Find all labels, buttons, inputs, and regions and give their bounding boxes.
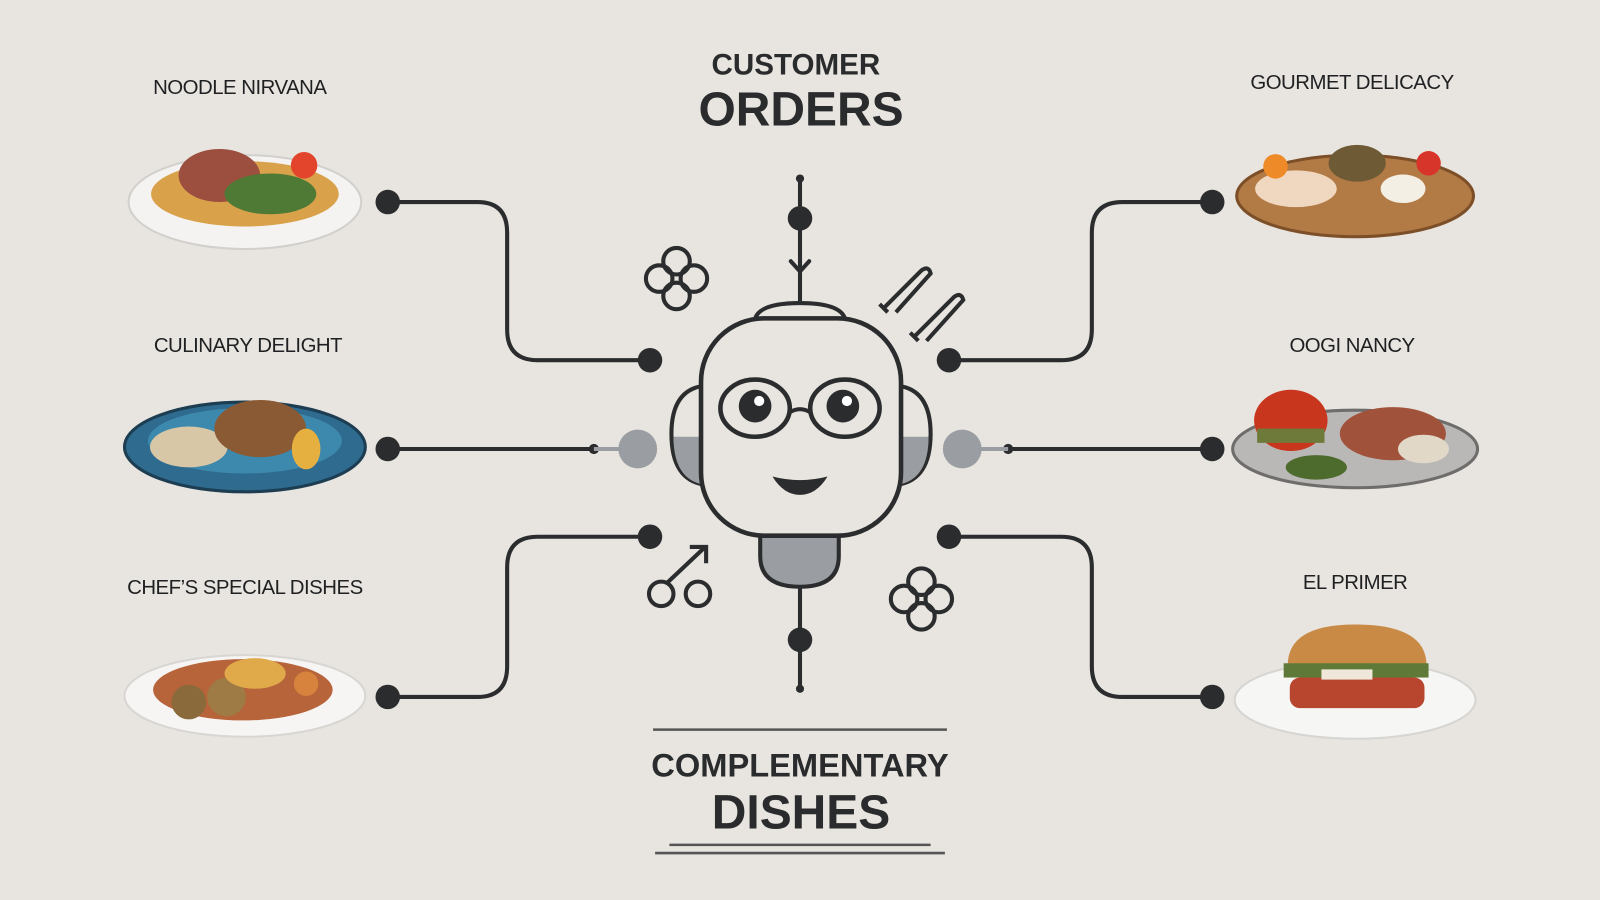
- dish-image-noodle-nirvana: [127, 148, 363, 250]
- connector-oogi-nancy: [942, 429, 1225, 469]
- dish-label-noodle-nirvana: NOODLE NIRVANA: [153, 77, 327, 99]
- connector-noodle-nirvana: [375, 189, 663, 373]
- dish-label-chefs-special: CHEF’S SPECIAL DISHES: [127, 577, 363, 599]
- header-line1: CUSTOMER: [712, 48, 881, 81]
- header-line2: ORDERS: [698, 84, 903, 137]
- dish-image-gourmet-delicacy: [1235, 144, 1475, 239]
- smile-icon: [772, 476, 828, 495]
- dish-image-culinary-delight: [122, 400, 367, 494]
- connector-el-primer: [936, 524, 1225, 710]
- dish-label-gourmet-delicacy: GOURMET DELICACY: [1250, 72, 1454, 94]
- connector-culinary-delight: [375, 429, 658, 469]
- dish-image-chefs-special: [123, 654, 367, 738]
- dish-label-el-primer: EL PRIMER: [1303, 572, 1408, 594]
- branch-arrow-icon: [646, 544, 713, 609]
- robot-chef-icon: [669, 301, 933, 589]
- output-connector-bottom: [787, 584, 813, 693]
- utensils-icon: [878, 266, 966, 343]
- footer-line2: DISHES: [712, 787, 890, 840]
- input-connector-top: [787, 174, 813, 306]
- clover-icon: [643, 245, 710, 312]
- clover-icon: [888, 566, 955, 632]
- dish-image-el-primer: [1233, 624, 1477, 740]
- connector-chefs-special: [375, 524, 663, 710]
- arrow-down-icon: [788, 259, 812, 275]
- glasses-icon: [718, 377, 793, 440]
- footer-line1: COMPLEMENTARY: [651, 747, 949, 784]
- dish-label-oogi-nancy: OOGI NANCY: [1289, 335, 1415, 357]
- connector-gourmet-delicacy: [936, 189, 1225, 373]
- dish-label-culinary-delight: CULINARY DELIGHT: [154, 335, 342, 357]
- dish-image-oogi-nancy: [1231, 389, 1480, 490]
